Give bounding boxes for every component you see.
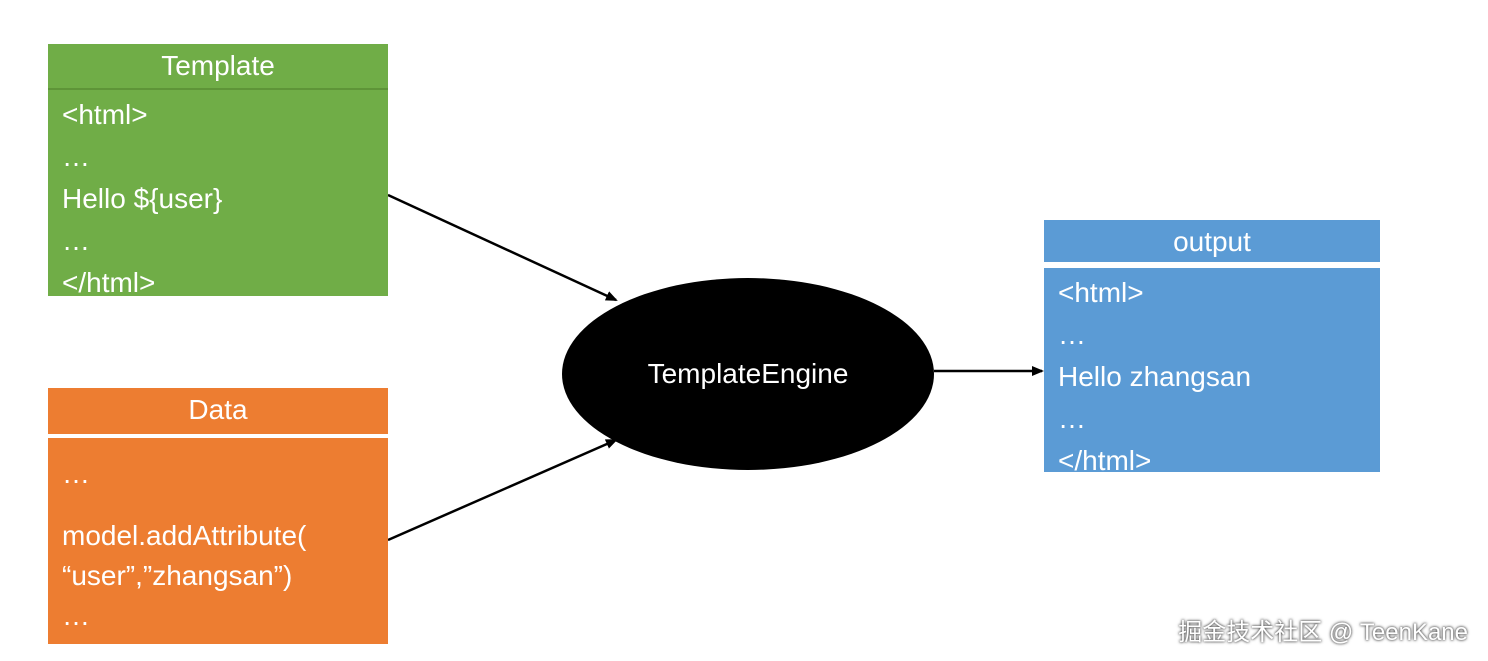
template-line: </html> [62, 267, 156, 298]
output-line: Hello zhangsan [1058, 361, 1252, 392]
data-box-body: … model.addAttribute( “user”,”zhangsan”)… [48, 438, 388, 644]
data-box-title: Data [48, 388, 388, 434]
template-line: … [62, 225, 90, 256]
template-engine-node: TemplateEngine [562, 278, 934, 470]
output-line: </html> [1058, 445, 1152, 476]
output-box-title: output [1044, 220, 1380, 262]
data-line: … [62, 600, 90, 631]
data-line: “user”,”zhangsan”) [62, 560, 293, 591]
template-box-body: <html> … Hello ${user} … </html> [48, 90, 388, 298]
template-to-engine-arrow [387, 193, 618, 302]
data-line: … [62, 458, 90, 489]
watermark: 掘金技术社区 @ TeenKane [1178, 619, 1468, 646]
template-box-title: Template [48, 44, 388, 90]
template-engine-label: TemplateEngine [647, 358, 849, 389]
data-to-engine-arrow [387, 438, 618, 542]
output-line: <html> [1058, 277, 1144, 308]
output-box-body: <html> … Hello zhangsan … </html> [1044, 268, 1380, 476]
data-line: model.addAttribute( [62, 520, 307, 551]
output-line: … [1058, 403, 1086, 434]
template-line: <html> [62, 99, 148, 130]
template-line: … [62, 141, 90, 172]
output-line: … [1058, 319, 1086, 350]
template-line: Hello ${user} [62, 183, 223, 214]
